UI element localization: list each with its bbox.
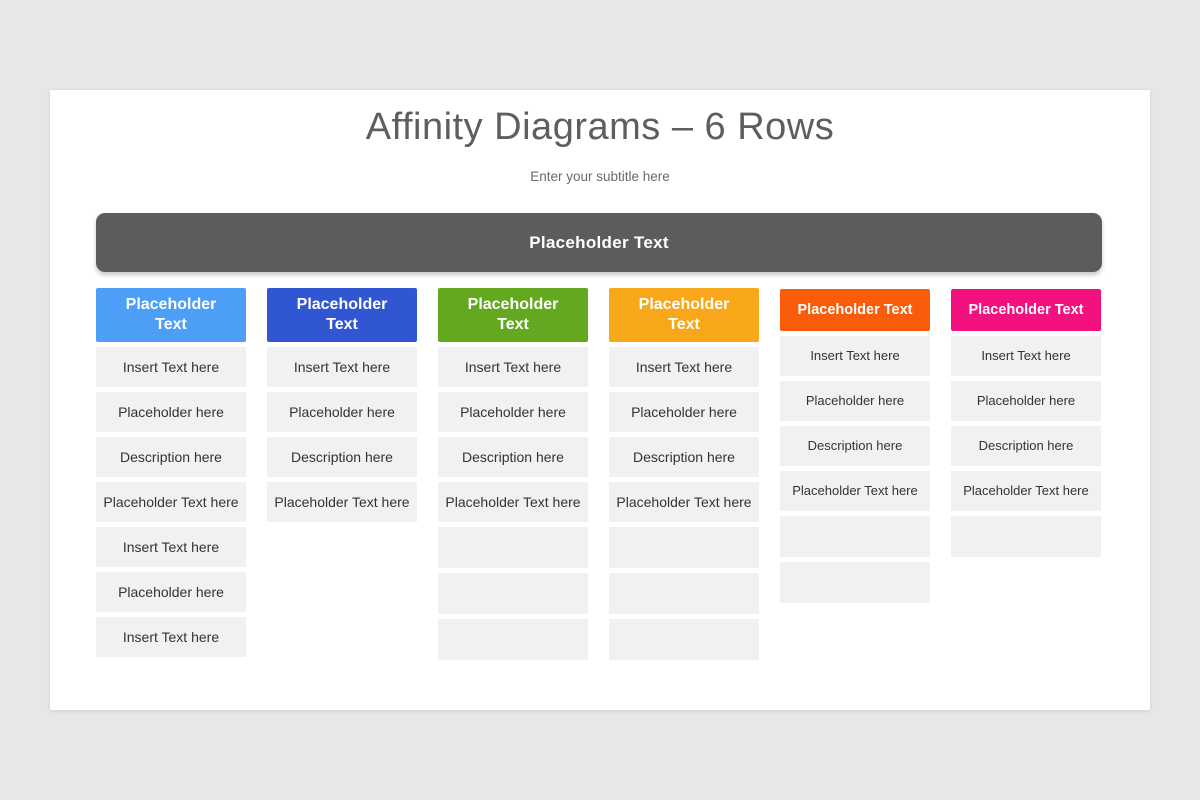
slide-subtitle: Enter your subtitle here bbox=[530, 169, 670, 184]
column-item: Placeholder Text here bbox=[951, 471, 1101, 511]
column-item-label: Placeholder here bbox=[289, 403, 395, 420]
column-item: Placeholder here bbox=[96, 572, 246, 612]
column-item: Description here bbox=[780, 426, 930, 466]
column-item: Insert Text here bbox=[609, 347, 759, 387]
column-item-label: Placeholder here bbox=[118, 583, 224, 600]
column-item: Placeholder here bbox=[96, 392, 246, 432]
column-item-label: Placeholder here bbox=[631, 403, 737, 420]
column-item: Placeholder Text here bbox=[780, 471, 930, 511]
column-header: Placeholder Text bbox=[96, 288, 246, 342]
column-header: Placeholder Text bbox=[780, 289, 930, 331]
column-item-label: Placeholder Text here bbox=[963, 483, 1089, 499]
column-header: Placeholder Text bbox=[438, 288, 588, 342]
empty-item-box bbox=[951, 516, 1101, 557]
column-item-label: Insert Text here bbox=[635, 358, 733, 375]
column-item-label: Insert Text here bbox=[293, 358, 391, 375]
column-item-label: Insert Text here bbox=[122, 358, 220, 375]
column-item-label: Placeholder Text here bbox=[792, 483, 918, 499]
column-item: Placeholder here bbox=[780, 381, 930, 421]
column-item-label: Insert Text here bbox=[464, 358, 562, 375]
column-item-label: Description here bbox=[978, 438, 1074, 454]
column-item-label: Placeholder Text here bbox=[274, 493, 410, 510]
empty-item-box bbox=[438, 619, 588, 660]
column-item: Description here bbox=[438, 437, 588, 477]
column-item: Insert Text here bbox=[780, 336, 930, 376]
column-item-label: Placeholder Text here bbox=[616, 493, 752, 510]
column-item-label: Placeholder here bbox=[118, 403, 224, 420]
column-header-label: Placeholder Text bbox=[467, 296, 559, 333]
empty-item-box bbox=[438, 573, 588, 614]
column-header: Placeholder Text bbox=[951, 289, 1101, 331]
column-item: Insert Text here bbox=[438, 347, 588, 387]
column-item: Insert Text here bbox=[267, 347, 417, 387]
empty-item-box bbox=[609, 573, 759, 614]
column-item-label: Insert Text here bbox=[810, 348, 900, 364]
column-item: Description here bbox=[96, 437, 246, 477]
column-item: Placeholder Text here bbox=[96, 482, 246, 522]
column-item-label: Description here bbox=[120, 448, 222, 465]
column-item: Insert Text here bbox=[951, 336, 1101, 376]
column-item-label: Placeholder here bbox=[976, 393, 1076, 409]
column-item-label: Placeholder Text here bbox=[445, 493, 581, 510]
column-header-label: Placeholder Text bbox=[797, 301, 913, 318]
column-item: Placeholder here bbox=[438, 392, 588, 432]
column-item: Placeholder here bbox=[267, 392, 417, 432]
column-item: Placeholder Text here bbox=[609, 482, 759, 522]
column-header-label: Placeholder Text bbox=[125, 296, 217, 333]
top-banner: Placeholder Text bbox=[96, 213, 1102, 272]
column-item-label: Placeholder Text here bbox=[103, 493, 239, 510]
column-item: Placeholder Text here bbox=[438, 482, 588, 522]
column-header: Placeholder Text bbox=[267, 288, 417, 342]
column-header-label: Placeholder Text bbox=[968, 301, 1084, 318]
column-item-label: Insert Text here bbox=[122, 628, 220, 645]
column-item-label: Placeholder here bbox=[805, 393, 905, 409]
empty-item-box bbox=[780, 562, 930, 603]
column-item: Description here bbox=[267, 437, 417, 477]
column-item-label: Description here bbox=[462, 448, 564, 465]
empty-item-box bbox=[609, 619, 759, 660]
column-item-label: Insert Text here bbox=[122, 538, 220, 555]
column-item: Insert Text here bbox=[96, 617, 246, 657]
column-header-label: Placeholder Text bbox=[638, 296, 730, 333]
column-header-label: Placeholder Text bbox=[296, 296, 388, 333]
column-item-label: Description here bbox=[291, 448, 393, 465]
column-item-label: Description here bbox=[807, 438, 903, 454]
column-header: Placeholder Text bbox=[609, 288, 759, 342]
column-item: Insert Text here bbox=[96, 347, 246, 387]
column-item: Description here bbox=[609, 437, 759, 477]
column-item-label: Insert Text here bbox=[981, 348, 1071, 364]
column-item: Placeholder Text here bbox=[267, 482, 417, 522]
column-item: Placeholder here bbox=[609, 392, 759, 432]
empty-item-box bbox=[780, 516, 930, 557]
column-item-label: Description here bbox=[633, 448, 735, 465]
slide-title: Affinity Diagrams – 6 Rows bbox=[365, 106, 835, 148]
banner-label: Placeholder Text bbox=[529, 232, 669, 252]
column-item: Description here bbox=[951, 426, 1101, 466]
empty-item-box bbox=[438, 527, 588, 568]
empty-item-box bbox=[609, 527, 759, 568]
slide-card: Affinity Diagrams – 6 Rows Enter your su… bbox=[50, 90, 1150, 710]
column-item: Placeholder here bbox=[951, 381, 1101, 421]
column-item-label: Placeholder here bbox=[460, 403, 566, 420]
column-item: Insert Text here bbox=[96, 527, 246, 567]
